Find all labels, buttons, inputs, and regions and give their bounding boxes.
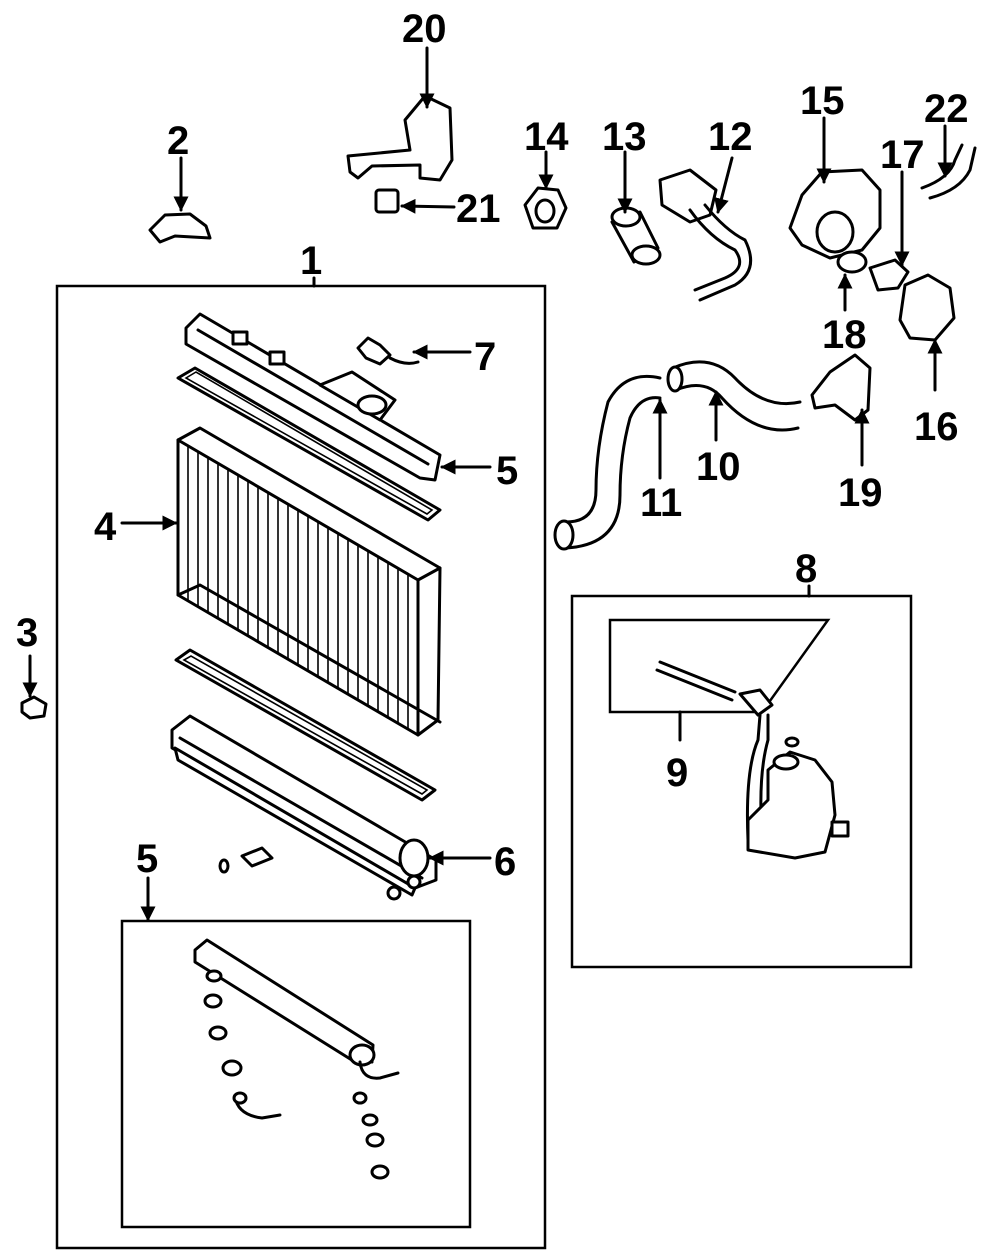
callout-18: 18 xyxy=(822,313,867,357)
callout-5-upper-tank: 5 xyxy=(496,449,518,493)
callout-16: 16 xyxy=(914,405,959,449)
callout-12: 12 xyxy=(708,115,753,159)
callout-14: 14 xyxy=(524,115,569,159)
callout-labels: 1 2 3 4 5 5 6 7 8 9 10 11 12 13 14 15 16… xyxy=(16,7,969,884)
callout-10: 10 xyxy=(696,445,741,489)
callout-21: 21 xyxy=(456,187,501,231)
callout-22: 22 xyxy=(924,87,969,131)
callout-15: 15 xyxy=(800,79,845,123)
callout-13: 13 xyxy=(602,115,647,159)
callout-17: 17 xyxy=(880,133,925,177)
leader-lines xyxy=(22,46,953,922)
drain-hose-kit-box xyxy=(120,919,472,1229)
callout-8: 8 xyxy=(795,547,817,591)
callout-20: 20 xyxy=(402,7,447,51)
callout-9: 9 xyxy=(666,751,688,795)
reservoir-hose-inset-box xyxy=(608,618,831,714)
callout-6: 6 xyxy=(494,840,516,884)
callout-3: 3 xyxy=(16,611,38,655)
drain-hose-kit-drawing xyxy=(193,938,400,1180)
callout-1: 1 xyxy=(300,239,322,283)
radiator-assembly-drawing xyxy=(170,312,442,901)
reservoir-drawing xyxy=(655,660,850,860)
callout-11: 11 xyxy=(640,481,682,525)
grommet-3 xyxy=(20,695,48,720)
callout-4: 4 xyxy=(94,505,117,549)
callout-5-drain-kit: 5 xyxy=(136,837,158,881)
clip-21 xyxy=(374,188,400,214)
hoses-and-housings-drawing xyxy=(523,143,977,551)
fan-bracket-20 xyxy=(346,94,454,182)
callout-7: 7 xyxy=(474,335,496,379)
radiator-assembly-box xyxy=(55,284,547,1250)
reservoir-assembly-box xyxy=(570,594,913,969)
radiator-bracket-2 xyxy=(148,212,212,244)
callout-2: 2 xyxy=(167,119,189,163)
callout-19: 19 xyxy=(838,471,883,515)
